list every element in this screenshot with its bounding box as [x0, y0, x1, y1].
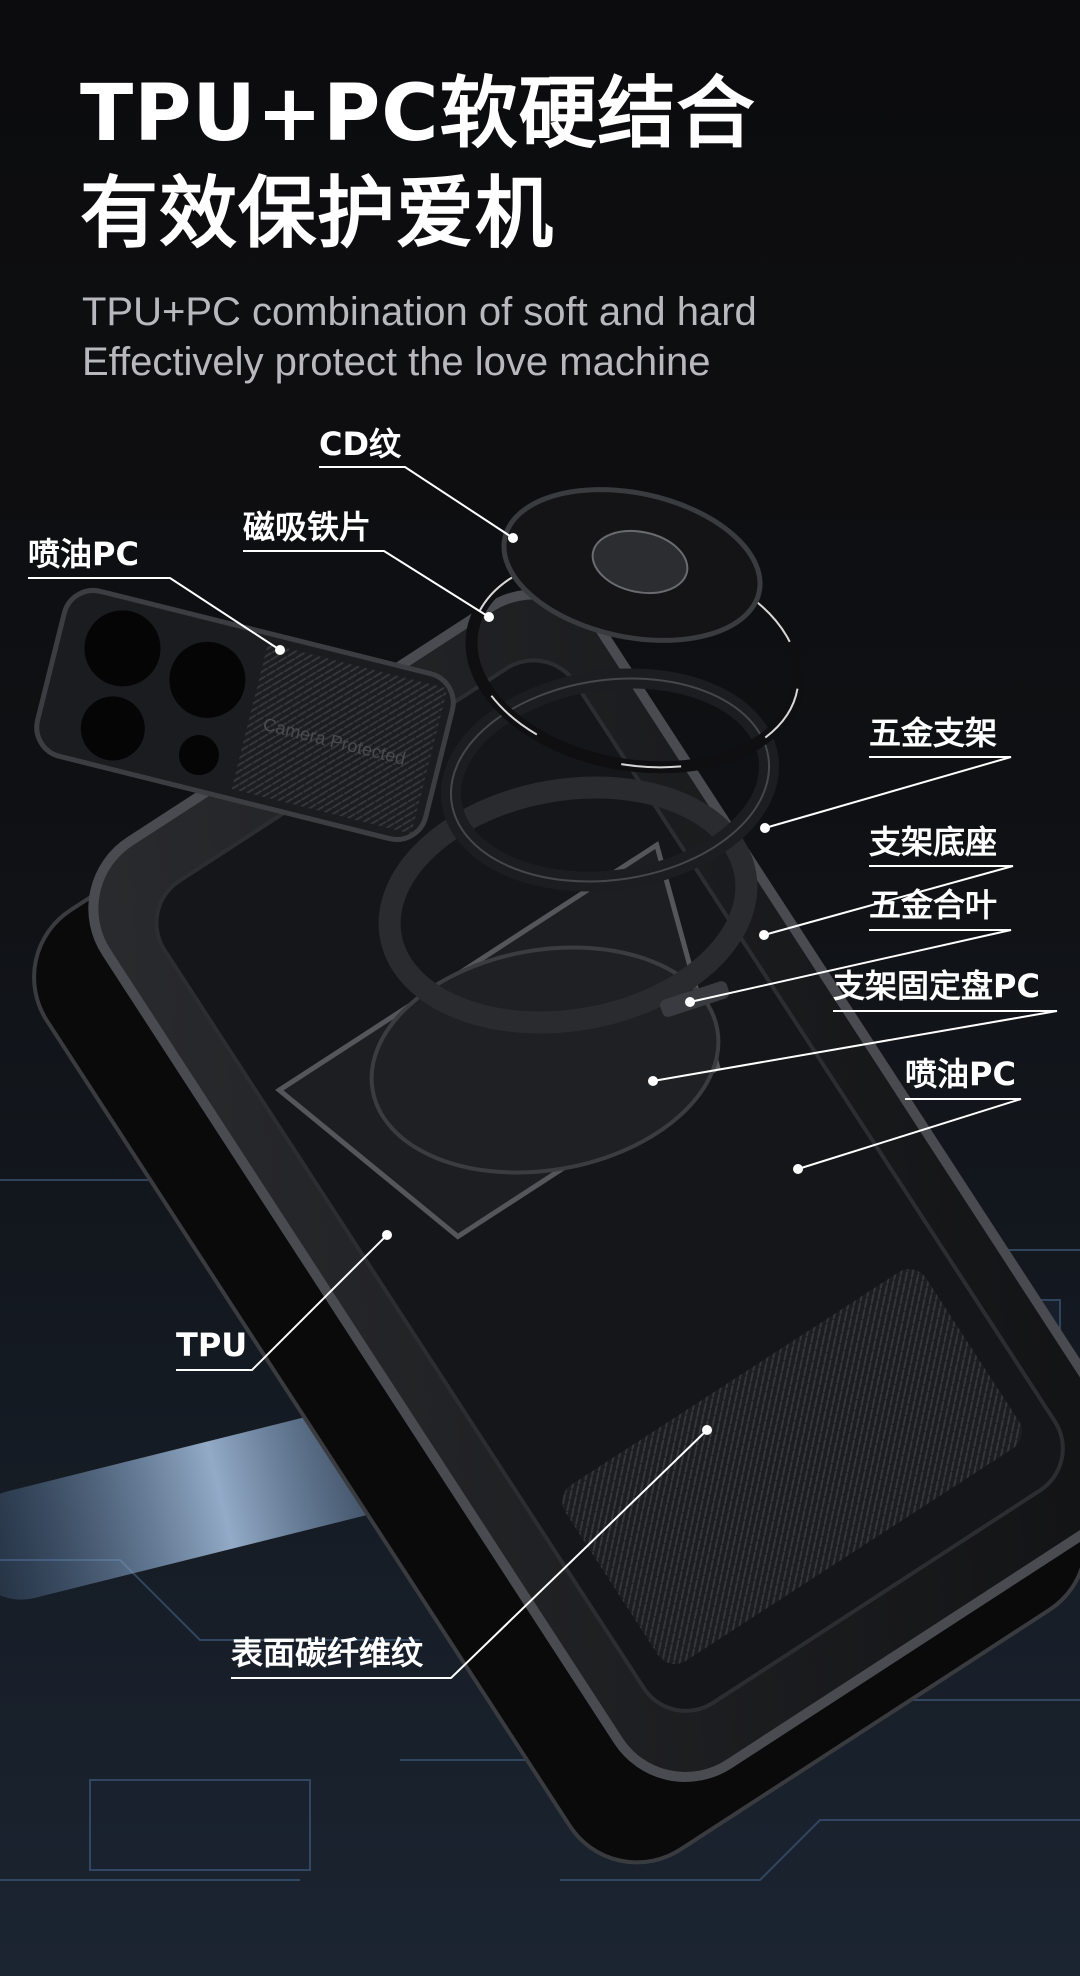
camera-plate: Camera Protected	[34, 588, 456, 842]
callout-stand-fixing-plate: 支架固定盘PC	[833, 967, 1040, 1005]
callout-carbon-fiber-surface: 表面碳纤维纹	[231, 1634, 424, 1672]
metal-stand-ring	[440, 668, 780, 892]
metal-hinge	[660, 981, 730, 1017]
callout-painted-pc-side: 喷油PC	[905, 1055, 1016, 1093]
cd-disc	[501, 487, 763, 643]
callout-metal-hinge: 五金合叶	[869, 886, 998, 924]
callout-cd-texture: CD纹	[319, 425, 402, 463]
headline-line-2: 有效保护爱机	[80, 169, 555, 259]
stand-base-ring	[378, 776, 758, 1034]
subheadline-line-2: Effectively protect the love machine	[82, 340, 711, 384]
headline-line-1: TPU+PC软硬结合	[80, 69, 756, 159]
callout-stand-base: 支架底座	[869, 823, 998, 861]
callout-tpu: TPU	[176, 1326, 248, 1364]
callout-metal-stand: 五金支架	[869, 714, 998, 752]
callout-magnetic-sheet: 磁吸铁片	[243, 508, 372, 546]
subheadline-line-1: TPU+PC combination of soft and hard	[82, 290, 757, 334]
callout-painted-pc-top: 喷油PC	[28, 535, 139, 573]
leader-lines	[28, 466, 1058, 1679]
leader-dots	[275, 533, 803, 1435]
